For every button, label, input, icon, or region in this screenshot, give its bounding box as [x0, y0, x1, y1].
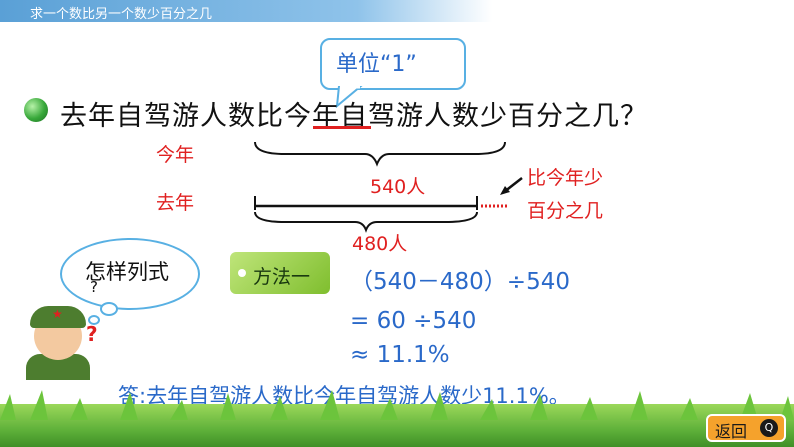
star-icon: ★	[52, 307, 63, 321]
header-bar	[0, 0, 794, 22]
difference-note-line2: 百分之几	[527, 200, 604, 222]
question-mark-icon: ?	[86, 322, 98, 346]
formula-line-1: （540－480）÷540	[350, 269, 570, 295]
last-year-value: 480人	[352, 233, 408, 255]
page-title: 求一个数比另一个数少百分之几	[30, 7, 213, 22]
back-button-label[interactable]: 返回	[715, 422, 748, 441]
difference-note-line1: 比今年少	[527, 167, 604, 189]
grass-blades	[0, 390, 794, 420]
segment-diagram	[254, 141, 507, 233]
thought-dot-large	[100, 302, 118, 316]
this-year-label: 今年	[156, 144, 195, 166]
emphasis-underline	[313, 126, 371, 129]
this-year-value: 540人	[370, 176, 426, 198]
unit-callout-bubble	[320, 38, 466, 90]
method-label: 方法一	[253, 266, 311, 288]
thought-question-mark: ?	[90, 278, 98, 296]
tag-hole	[238, 269, 246, 277]
thought-dot-small	[88, 315, 100, 325]
callout-pointer	[335, 86, 363, 108]
soldier-cap	[30, 306, 86, 328]
unit-callout-text: 单位“1”	[336, 52, 417, 77]
formula-line-3: ≈ 11.1%	[350, 342, 450, 368]
last-year-label: 去年	[156, 192, 195, 214]
formula-line-2: = 60 ÷540	[350, 308, 477, 334]
globe-bullet-icon	[24, 98, 48, 122]
thought-bubble	[60, 238, 200, 310]
back-button[interactable]	[706, 414, 786, 442]
arrow-icon	[500, 177, 523, 195]
return-icon[interactable]: Q	[760, 419, 778, 437]
method-tag	[230, 252, 330, 294]
thought-text: 怎样列式	[85, 260, 169, 284]
